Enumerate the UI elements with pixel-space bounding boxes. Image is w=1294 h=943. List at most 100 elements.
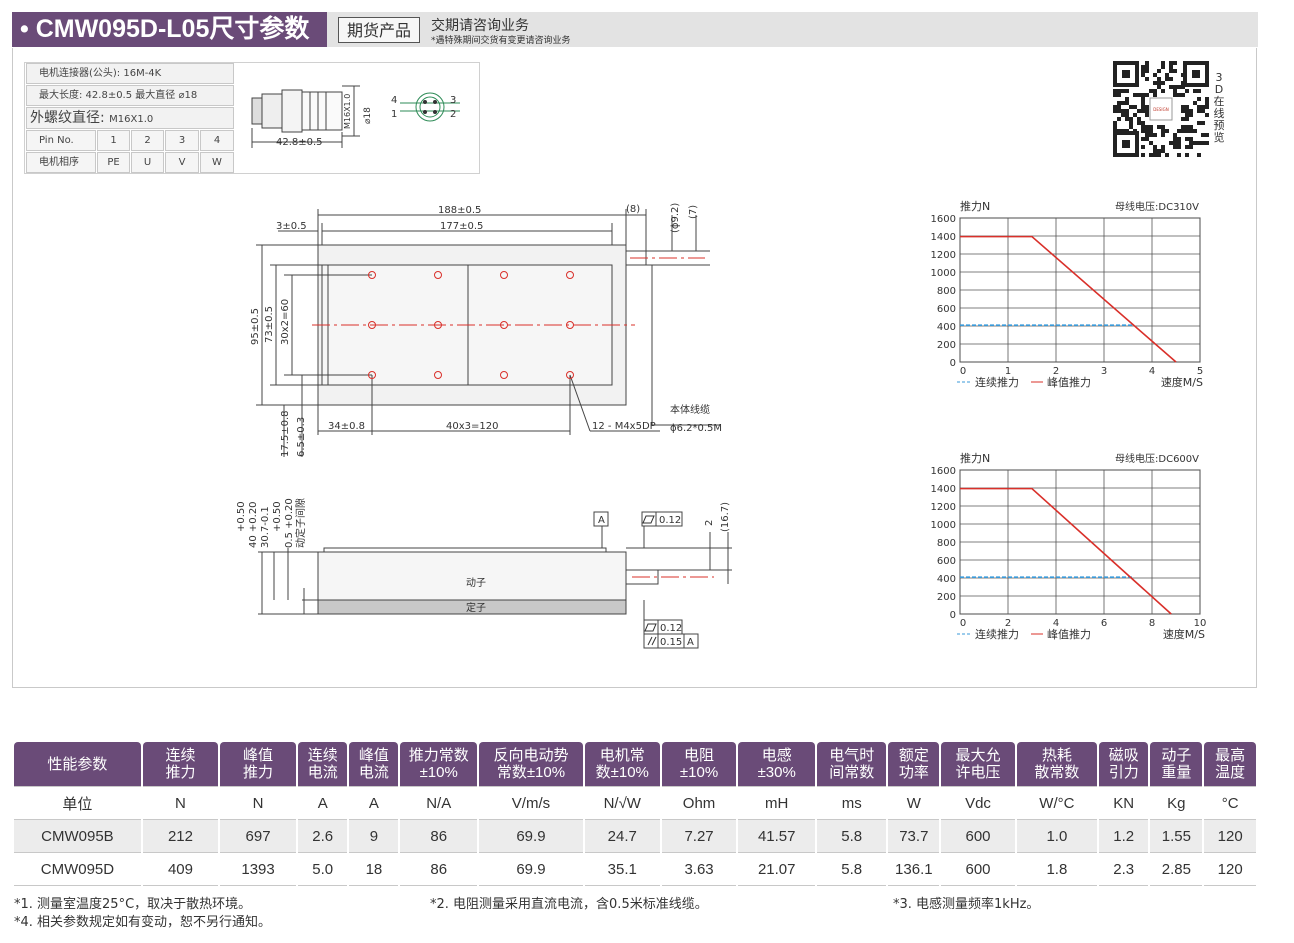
chart-ytick: 1600 [931, 214, 956, 225]
spec-header-cell: 连续电流 [298, 742, 348, 786]
side-dim: (16.7) [720, 502, 731, 532]
qr-module [1117, 109, 1121, 113]
spec-header-cell: 推力常数±10% [400, 742, 478, 786]
mover-block [317, 551, 627, 601]
spec-unit-cell: ms [817, 786, 887, 820]
spec-header-cell: 最大允许电压 [941, 742, 1015, 786]
qr-module [1145, 77, 1149, 81]
spec-header-cell: 磁吸引力 [1099, 742, 1149, 786]
dim-label: (8) [626, 204, 640, 215]
spec-header-line: 性能参数 [47, 755, 108, 773]
connector-body [251, 97, 263, 125]
chart-xtick: 2 [1053, 366, 1059, 377]
pin-num: 2 [450, 109, 456, 120]
spec-unit-cell: N/√W [584, 786, 660, 820]
spec-header-line: 反向电动势 [493, 747, 569, 764]
mount-hole [368, 321, 376, 329]
side-dim: +0.50 [236, 501, 247, 532]
qr-code-icon[interactable]: DESIGN [1113, 61, 1209, 157]
chart-xlabel: 速度M/S [1163, 627, 1205, 641]
spec-header-line: ±10% [419, 764, 458, 781]
pin-num: 1 [391, 109, 397, 120]
spec-value-cell: 212 [142, 820, 219, 853]
qr-module [1117, 93, 1121, 97]
qr-module [1185, 137, 1189, 141]
chart-ytick: 1400 [931, 484, 956, 495]
spec-value-cell: 35.1 [584, 853, 660, 886]
spec-header-line: 电流 [307, 764, 338, 781]
qr-module [1161, 81, 1165, 85]
connector-thread-dim: M16X1.0 [343, 94, 352, 129]
qr-module [1125, 101, 1129, 105]
qr-module [1177, 85, 1181, 89]
qr-module [1141, 105, 1145, 109]
qr-module [1145, 61, 1149, 65]
qr-module [1173, 61, 1177, 65]
qr-module [1157, 69, 1161, 73]
qr-module [1201, 141, 1205, 145]
spec-table: 性能参数连续推力峰值推力连续电流峰值电流推力常数±10%反向电动势常数±10%电… [12, 742, 1258, 886]
spec-header-line: 电流 [358, 764, 389, 781]
qr-module [1141, 145, 1145, 149]
spec-unit-cell: N/A [400, 786, 478, 820]
spec-header-line: 常数±10% [496, 764, 566, 781]
qr-module [1117, 117, 1121, 121]
qr-module [1149, 133, 1153, 137]
pin-num: 4 [391, 95, 397, 106]
spec-model-cell: CMW095D [14, 853, 141, 886]
chart-ytick: 1600 [931, 466, 956, 477]
qr-module [1169, 61, 1173, 65]
pin-num: 3 [450, 95, 456, 106]
pin-cell: 3 [165, 130, 199, 151]
qr-module [1121, 109, 1125, 113]
pin-cell: 1 [97, 130, 130, 151]
connector-panel [24, 62, 480, 174]
hole-callout: 12 - M4x5DP [592, 421, 656, 432]
qr-module [1197, 105, 1201, 109]
qr-module [1161, 65, 1165, 69]
qr-module [1161, 61, 1165, 65]
spec-value-cell: 69.9 [479, 853, 583, 886]
chart-ytick: 1000 [931, 268, 956, 279]
spec-unit-cell: Vdc [941, 786, 1015, 820]
qr-module [1185, 145, 1189, 149]
legend-peak: 峰值推力 [1047, 375, 1091, 389]
qr-module [1145, 93, 1149, 97]
spec-value-cell: 86 [400, 853, 478, 886]
qr-module [1157, 125, 1161, 129]
lead-time-text: 交期请咨询业务 [431, 18, 529, 34]
qr-module [1157, 77, 1161, 81]
qr-module [1177, 145, 1181, 149]
spec-header-cell: 电机常数±10% [584, 742, 660, 786]
qr-module [1161, 129, 1165, 133]
spec-header-line: 峰值 [358, 747, 389, 764]
spec-header-line: 散常数 [1034, 764, 1080, 781]
side-dim: 2 [704, 520, 715, 526]
qr-module [1193, 101, 1197, 105]
qr-module [1157, 149, 1161, 153]
qr-module [1141, 101, 1145, 105]
spec-header-cell: 峰值推力 [220, 742, 297, 786]
qr-module [1141, 121, 1145, 125]
spec-value-cell: 69.9 [479, 820, 583, 853]
footnote: *4. 相关参数规定如有变动，恕不另行通知。 [14, 915, 272, 930]
qr-module [1189, 129, 1193, 133]
spec-header-line: 热耗 [1041, 747, 1072, 764]
qr-module [1161, 133, 1165, 137]
chart-ytick: 1400 [931, 232, 956, 243]
qr-module [1129, 121, 1133, 125]
qr-module [1129, 117, 1133, 121]
connector-body [301, 91, 343, 131]
qr-module [1149, 129, 1153, 133]
series-peak-force [960, 235, 1177, 363]
spec-model-cell: CMW095B [14, 820, 141, 853]
qr-module [1161, 89, 1165, 93]
spec-header-cell: 动子重量 [1150, 742, 1203, 786]
qr-module [1197, 109, 1201, 113]
qr-module [1181, 125, 1185, 129]
spec-value-cell: 600 [941, 820, 1015, 853]
qr-module [1177, 137, 1181, 141]
qr-module [1181, 117, 1185, 121]
spec-header-line: 峰值 [243, 747, 274, 764]
chart-ytick: 600 [937, 556, 956, 567]
